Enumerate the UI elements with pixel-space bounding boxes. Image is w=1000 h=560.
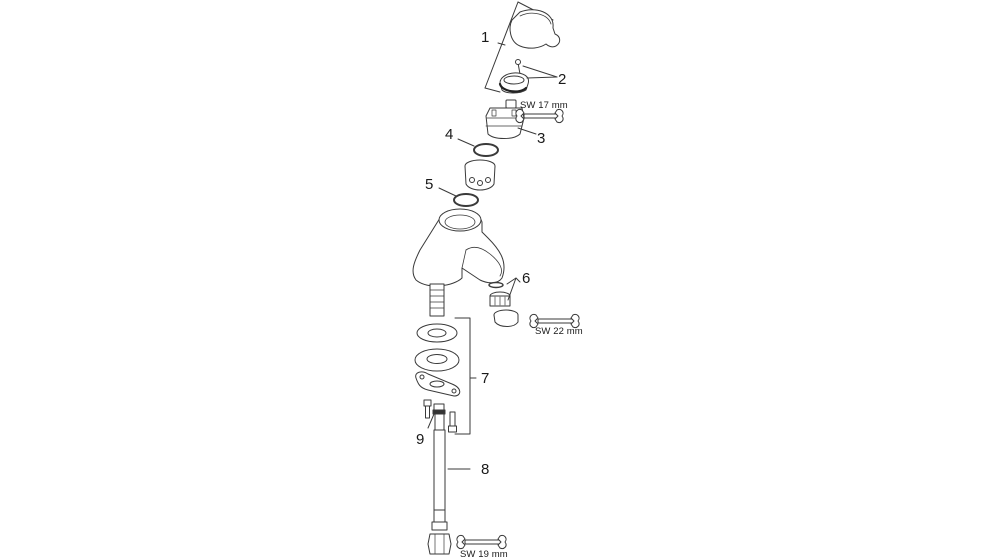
wrench-size-17: SW 17 mm [520,100,568,111]
screw [515,59,521,75]
part-label-5: 5 [425,176,434,193]
part-label-7: 7 [481,370,490,387]
part-label-1: 1 [481,29,490,46]
threaded-stud [429,283,445,317]
part-7-bracket [454,317,477,435]
o-ring-4 [473,143,499,157]
washer-1 [416,323,458,343]
o-ring-5 [453,193,479,207]
bolt-left [423,399,432,419]
cartridge-cover [498,72,529,94]
aerator-set [488,281,519,327]
bolt-right [448,411,457,433]
tap-body [412,208,505,287]
part-label-4: 4 [445,126,454,143]
part-label-2: 2 [558,71,567,88]
wrench-sw17-icon [515,109,564,123]
connection-hose [427,429,452,555]
wrench-sw22-icon [529,314,580,328]
wrench-size-22: SW 22 mm [535,326,583,337]
wrench-sw19-icon [456,535,507,549]
part-label-3: 3 [537,130,546,147]
part-label-9: 9 [416,431,425,448]
valve-seat [464,159,496,191]
flange-plate [415,371,461,397]
part-label-6: 6 [522,270,531,287]
part-label-8: 8 [481,461,490,478]
washer-2 [414,348,460,372]
handle-cap [509,9,561,49]
hose-connector [432,403,446,431]
wrench-size-19: SW 19 mm [460,549,508,560]
cartridge [485,99,525,139]
